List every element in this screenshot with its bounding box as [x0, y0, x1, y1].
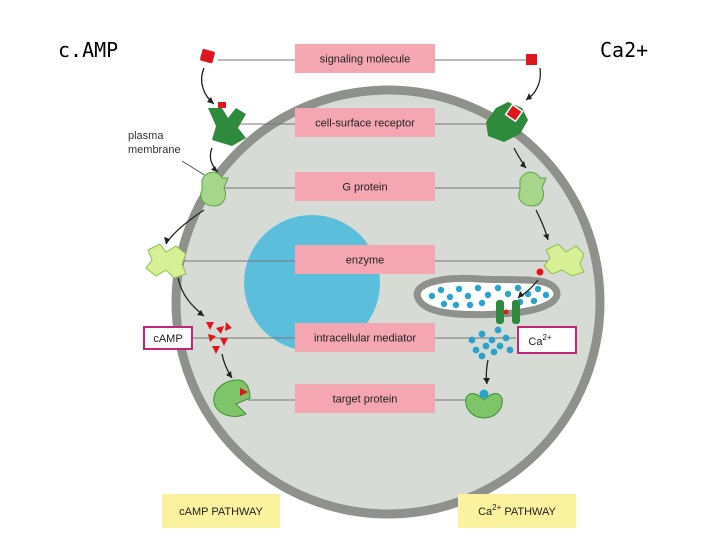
label-intracellular-mediator: intracellular mediator — [295, 323, 435, 352]
svg-text:enzyme: enzyme — [346, 255, 385, 267]
label-cell-surface-receptor: cell-surface receptor — [295, 108, 435, 137]
svg-text:plasma: plasma — [128, 130, 164, 142]
svg-text:cAMP: cAMP — [153, 333, 182, 345]
camp-enzyme — [145, 243, 187, 279]
camp-mediator-box: cAMP — [143, 326, 193, 350]
calcium-release-channels — [496, 300, 520, 324]
calcium-mediator-box: Ca2+ — [517, 326, 577, 354]
svg-text:Ca2+ PATHWAY: Ca2+ PATHWAY — [478, 503, 556, 518]
corner-label-calcium: Ca2+ — [600, 38, 649, 62]
svg-text:intracellular mediator: intracellular mediator — [314, 333, 416, 345]
svg-text:signaling molecule: signaling molecule — [320, 54, 411, 66]
label-enzyme: enzyme — [295, 245, 435, 274]
calcium-g-protein — [518, 171, 547, 207]
svg-text:target protein: target protein — [333, 394, 398, 406]
label-g-protein: G protein — [295, 172, 435, 201]
camp-target-protein — [213, 379, 251, 417]
camp-pathway-label: cAMP PATHWAY — [162, 494, 280, 528]
svg-text:cell-surface receptor: cell-surface receptor — [315, 118, 415, 130]
released-calcium-dots — [468, 326, 514, 360]
label-target-protein: target protein — [295, 384, 435, 413]
corner-label-camp: c.AMP — [58, 38, 119, 62]
svg-text:Ca2+: Ca2+ — [528, 333, 552, 348]
calcium-target-protein — [465, 389, 503, 419]
camp-molecules — [206, 322, 232, 354]
calcium-receptor — [486, 102, 528, 142]
calcium-enzyme — [543, 243, 585, 277]
plasma-membrane-label: plasma membrane — [128, 130, 207, 177]
label-signaling-molecule: signaling molecule — [295, 44, 435, 73]
signal-molecule-left — [200, 49, 215, 64]
er-calcium-dots — [428, 284, 550, 309]
calcium-arrowheads — [483, 93, 549, 384]
camp-g-protein — [200, 171, 229, 207]
camp-receptor — [208, 102, 246, 146]
camp-arrowheads — [164, 97, 232, 378]
svg-text:cAMP PATHWAY: cAMP PATHWAY — [179, 506, 263, 518]
signal-molecule-right — [526, 54, 537, 65]
svg-text:membrane: membrane — [128, 144, 181, 156]
calcium-enzyme-product — [536, 268, 544, 276]
svg-text:G protein: G protein — [342, 182, 387, 194]
calcium-pathway-label: Ca2+ PATHWAY — [458, 494, 576, 528]
